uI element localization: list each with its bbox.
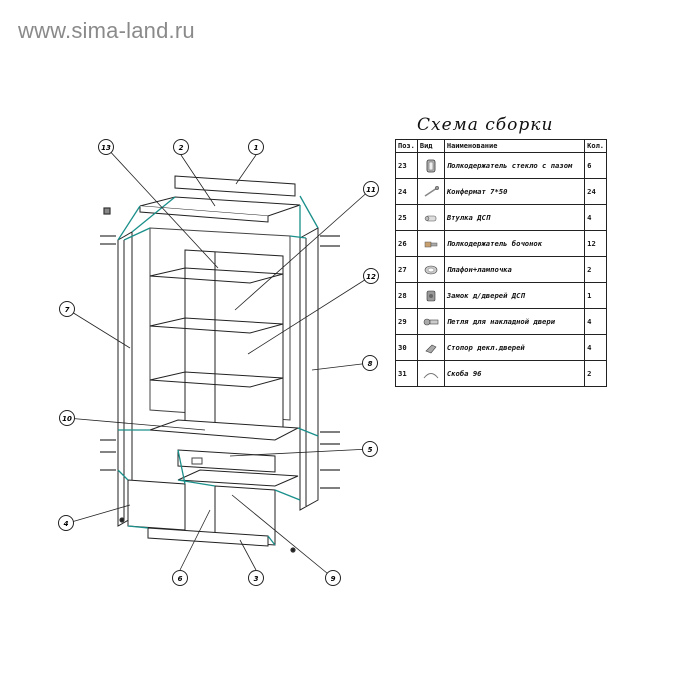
callout-markers: 1 2 3 4 5 6 7 8 9 10 11 12 13 bbox=[58, 139, 379, 586]
row-name: Конфермат 7*50 bbox=[443, 178, 586, 205]
callout-10: 10 bbox=[59, 410, 75, 426]
lamp-fixture-icon bbox=[424, 265, 438, 274]
svg-text:1: 1 bbox=[254, 144, 259, 152]
row-qty: 2 bbox=[584, 256, 607, 283]
callout-leaders bbox=[66, 146, 372, 579]
table-row: 29 Петля для накладной двери 4 bbox=[395, 308, 607, 335]
door-lock-icon bbox=[426, 290, 436, 301]
svg-text:7: 7 bbox=[65, 306, 70, 314]
svg-text:6: 6 bbox=[178, 575, 183, 583]
svg-text:10: 10 bbox=[62, 415, 72, 423]
table-row: 31 Скоба 96 2 bbox=[395, 360, 607, 387]
svg-text:2: 2 bbox=[179, 144, 184, 152]
table-row: 27 Плафон+лампочка 2 bbox=[395, 256, 607, 283]
callout-1: 1 bbox=[248, 139, 264, 155]
callout-5: 5 bbox=[362, 441, 378, 457]
parts-table-header: Поз. Вид Наименование Кол. bbox=[395, 139, 607, 153]
row-qty: 1 bbox=[584, 282, 607, 309]
svg-text:12: 12 bbox=[366, 273, 376, 281]
row-name: Скоба 96 bbox=[443, 360, 586, 387]
callout-2: 2 bbox=[173, 139, 189, 155]
svg-text:4: 4 bbox=[64, 520, 69, 528]
callout-13: 13 bbox=[98, 139, 114, 155]
table-row: 24 Конфермат 7*50 24 bbox=[395, 178, 607, 205]
svg-text:8: 8 bbox=[368, 360, 373, 368]
svg-text:5: 5 bbox=[368, 446, 373, 454]
bracket-96-icon bbox=[423, 372, 439, 378]
row-name: Полкодержатель бочонок bbox=[443, 230, 586, 257]
row-pos: 31 bbox=[395, 360, 418, 387]
callout-9: 9 bbox=[325, 570, 341, 586]
callout-4: 4 bbox=[58, 515, 74, 531]
cabinet-exploded-view bbox=[117, 175, 319, 547]
assembly-guide-lines bbox=[117, 195, 319, 546]
callout-7: 7 bbox=[59, 301, 75, 317]
callout-12: 12 bbox=[363, 268, 379, 284]
parts-table: Поз. Вид Наименование Кол. 23 Полкодержа… bbox=[395, 139, 607, 387]
callout-3: 3 bbox=[248, 570, 264, 586]
svg-text:3: 3 bbox=[254, 575, 259, 583]
confirmat-screw-icon bbox=[424, 185, 439, 197]
shelf-holder-glass-icon bbox=[426, 159, 436, 172]
table-row: 26 Полкодержатель бочонок 12 bbox=[395, 230, 607, 257]
row-name: Стопор декл.дверей bbox=[443, 334, 586, 361]
svg-text:9: 9 bbox=[331, 575, 336, 583]
chipboard-sleeve-icon bbox=[424, 215, 437, 221]
table-row: 30 Стопор декл.дверей 4 bbox=[395, 334, 607, 361]
row-name: Замок д/дверей ДСП bbox=[443, 282, 586, 309]
hardware-fasteners bbox=[100, 207, 340, 553]
callout-8: 8 bbox=[362, 355, 378, 371]
row-qty: 2 bbox=[584, 360, 607, 387]
callout-6: 6 bbox=[172, 570, 188, 586]
table-row: 28 Замок д/дверей ДСП 1 bbox=[395, 282, 607, 309]
watermark: www.sima-land.ru bbox=[18, 18, 195, 43]
table-row: 23 Полкодержатель стекло с пазом 6 bbox=[395, 152, 607, 179]
svg-text:13: 13 bbox=[101, 144, 111, 152]
diagram-title: Схема сборки bbox=[417, 115, 554, 135]
svg-text:11: 11 bbox=[366, 186, 376, 194]
row-name: Полкодержатель стекло с пазом bbox=[443, 152, 586, 179]
overlay-door-hinge-icon bbox=[423, 318, 439, 325]
flap-door-stopper-icon bbox=[425, 344, 437, 353]
row-name: Плафон+лампочка bbox=[443, 256, 586, 283]
barrel-shelf-holder-icon bbox=[424, 241, 438, 247]
callout-11: 11 bbox=[363, 181, 379, 197]
